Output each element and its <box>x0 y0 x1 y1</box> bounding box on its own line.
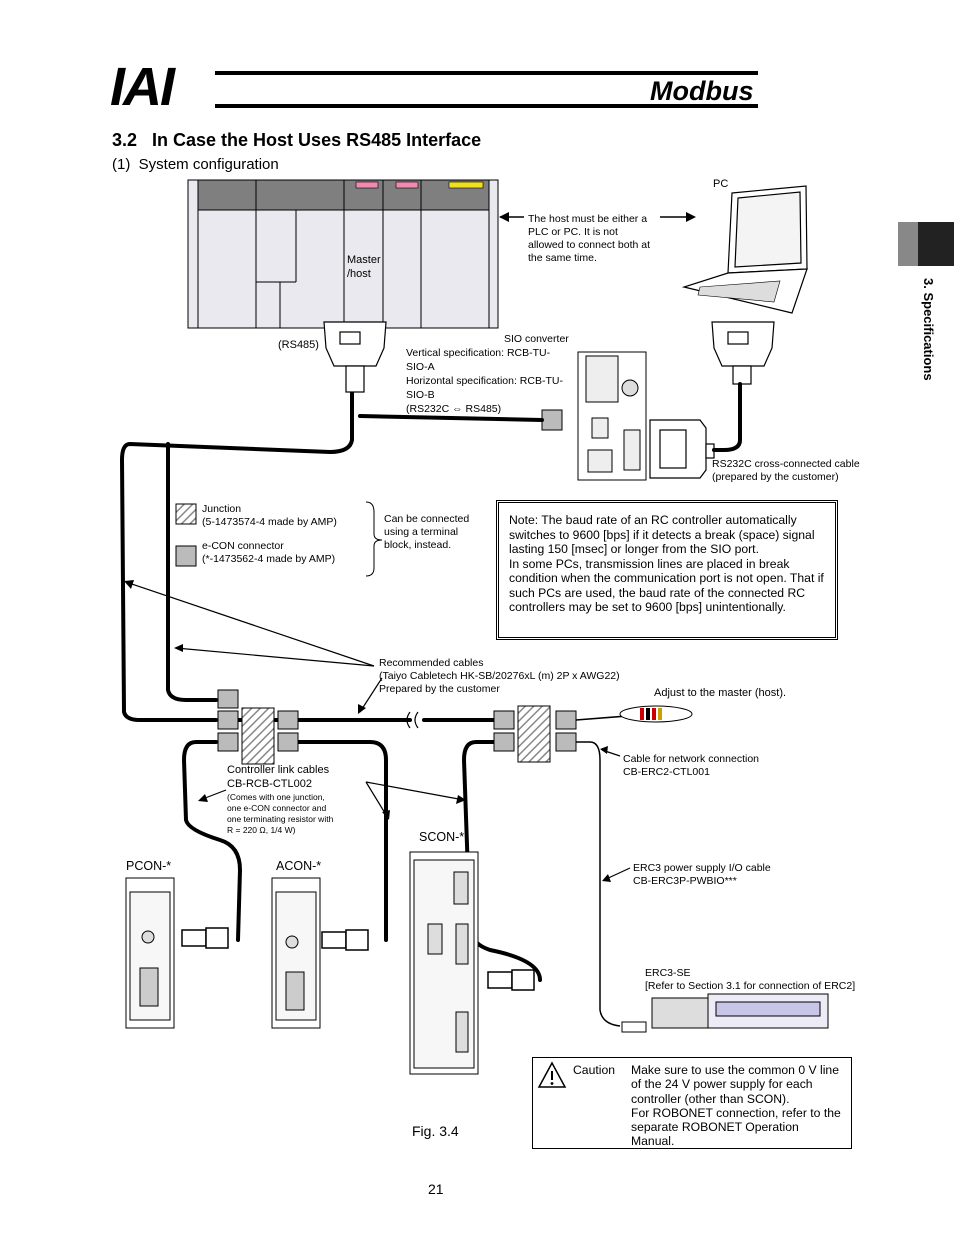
rs485-label: (RS485) <box>278 339 319 351</box>
caution-label: Caution <box>573 1063 616 1077</box>
header-rule <box>215 71 758 108</box>
pc-connector <box>711 321 775 385</box>
junction-legend: Junction(5-1473574-4 made by AMP) <box>202 503 337 528</box>
baud-rate-note: Note: The baud rate of an RC controller … <box>496 500 838 640</box>
pcon-label: PCON-* <box>126 859 172 873</box>
adjust-master-label: Adjust to the master (host). <box>654 687 787 699</box>
recommended-cables-label: Recommended cables(Taiyo Cabletech HK-SB… <box>379 657 620 695</box>
caution-box: Caution Make sure to use the common 0 V … <box>532 1057 852 1149</box>
pc-label: PC <box>713 178 729 190</box>
acon-controller <box>271 877 369 1029</box>
pcon-controller <box>125 877 229 1029</box>
plc-rack <box>187 179 499 329</box>
erc3-actuator <box>621 993 829 1033</box>
scon-controller <box>409 851 535 1075</box>
erc3-se-label: ERC3-SE[Refer to Section 3.1 for connect… <box>645 967 856 992</box>
scon-label: SCON-* <box>419 830 465 844</box>
host-label: /host <box>347 268 371 280</box>
rs232-cable-label: RS232C cross-connected cable(prepared by… <box>712 458 860 483</box>
section-heading: 3.2 In Case the Host Uses RS485 Interfac… <box>112 130 482 150</box>
rs485-connector <box>323 321 387 420</box>
warning-icon <box>537 1061 567 1088</box>
chapter-tab-stripe <box>898 222 918 266</box>
iai-logo: IAI <box>110 57 175 117</box>
sio-converter-label: SIO converter Vertical specification: RC… <box>406 333 569 415</box>
sio-converter <box>577 351 647 481</box>
header-title: Modbus <box>650 76 754 106</box>
master-label: Master <box>347 254 381 266</box>
subsection-heading: (1) System configuration <box>112 156 279 173</box>
econ-legend: e-CON connector(*-1473562-4 made by AMP) <box>202 540 336 565</box>
terminating-resistor <box>619 705 693 723</box>
controller-link-cables-note: (Comes with one junction,one e-CON conne… <box>227 792 334 835</box>
page-number: 21 <box>428 1181 444 1197</box>
laptop <box>681 185 808 314</box>
figure-caption: Fig. 3.4 <box>412 1123 459 1139</box>
rs232-connector <box>649 419 715 479</box>
acon-label: ACON-* <box>276 859 322 873</box>
